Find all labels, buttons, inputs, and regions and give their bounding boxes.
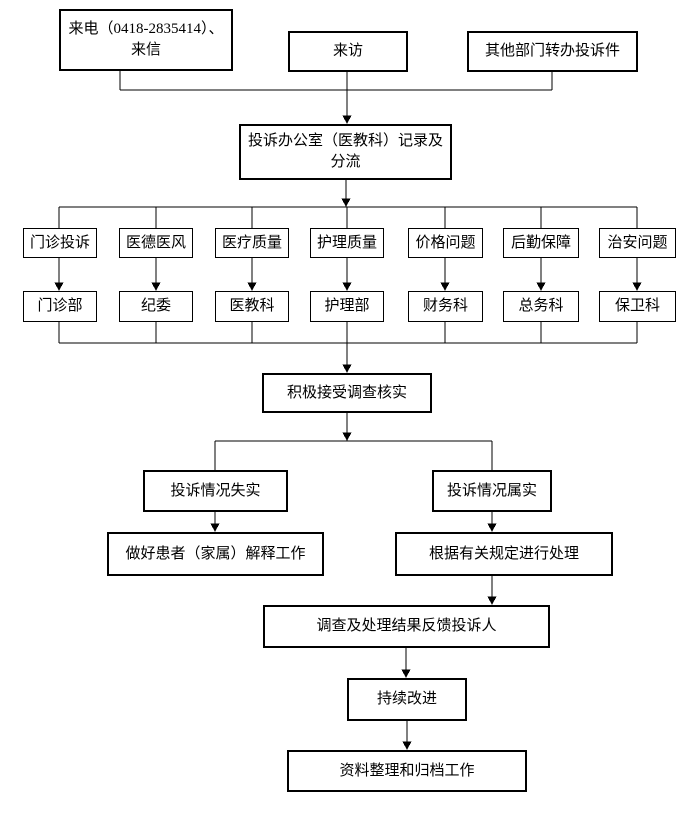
node-dept-discipline-committee: 纪委 — [119, 291, 193, 322]
node-category-pricing: 价格问题 — [408, 228, 483, 258]
node-archiving: 资料整理和归档工作 — [287, 750, 527, 792]
node-category-ethics: 医德医风 — [119, 228, 193, 258]
node-category-medical-quality: 医疗质量 — [215, 228, 289, 258]
node-condition-true: 投诉情况属实 — [432, 470, 552, 512]
node-source-transfer: 其他部门转办投诉件 — [467, 31, 638, 72]
node-action-explain: 做好患者（家属）解释工作 — [107, 532, 324, 576]
node-action-handle: 根据有关规定进行处理 — [395, 532, 613, 576]
connector-arrowheads — [54, 115, 642, 750]
node-category-public-security: 治安问题 — [599, 228, 676, 258]
node-category-logistics: 后勤保障 — [503, 228, 579, 258]
node-category-outpatient: 门诊投诉 — [23, 228, 97, 258]
node-feedback: 调查及处理结果反馈投诉人 — [263, 605, 550, 648]
node-improvement: 持续改进 — [347, 678, 467, 721]
node-dept-general-affairs: 总务科 — [503, 291, 579, 322]
node-source-visit: 来访 — [288, 31, 408, 72]
node-dept-nursing: 护理部 — [310, 291, 384, 322]
connector-lines — [58, 71, 638, 742]
node-source-phone-letter: 来电（0418-2835414）、 来信 — [59, 9, 233, 71]
node-dept-medical-education: 医教科 — [215, 291, 289, 322]
node-condition-false: 投诉情况失实 — [143, 470, 288, 512]
node-category-nursing-quality: 护理质量 — [310, 228, 384, 258]
node-dept-security: 保卫科 — [599, 291, 676, 322]
node-dept-outpatient: 门诊部 — [23, 291, 97, 322]
node-intake-office: 投诉办公室（医教科）记录及 分流 — [239, 124, 452, 180]
node-verification: 积极接受调查核实 — [262, 373, 432, 413]
node-dept-finance: 财务科 — [408, 291, 483, 322]
